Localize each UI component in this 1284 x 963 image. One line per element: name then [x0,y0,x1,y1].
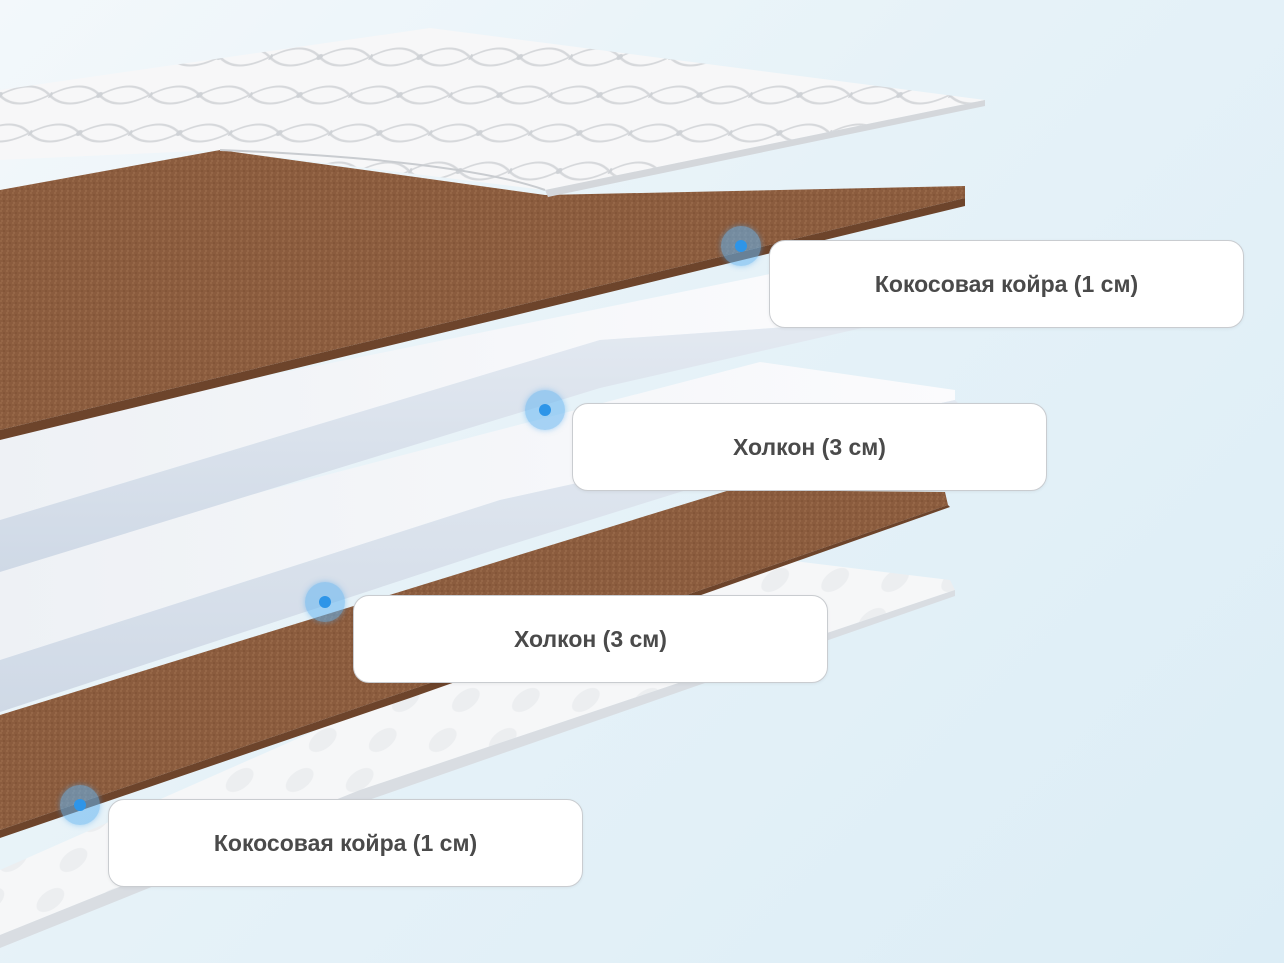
layer-marker-3 [305,582,345,622]
layer-marker-2 [525,390,565,430]
layer-label-text: Кокосовая койра (1 см) [874,270,1139,297]
layer-label-text: Холкон (3 см) [733,433,886,460]
layer-marker-4 [60,785,100,825]
layer-label-coir-top: Кокосовая койра (1 см) [769,240,1244,328]
layer-label-text: Кокосовая койра (1 см) [213,829,478,856]
upper-coir-layer [0,150,965,440]
marker-dot-icon [319,596,331,608]
layer-marker-1 [721,226,761,266]
upper-holcon-layer [0,270,862,572]
layer-label-holcon-upper: Холкон (3 см) [572,403,1047,491]
marker-dot-icon [735,240,747,252]
marker-dot-icon [74,799,86,811]
layer-label-text: Холкон (3 см) [514,625,667,652]
marker-dot-icon [539,404,551,416]
layer-label-holcon-lower: Холкон (3 см) [353,595,828,683]
quilted-cover-layer [0,28,985,197]
layer-label-coir-bottom: Кокосовая койра (1 см) [108,799,583,887]
